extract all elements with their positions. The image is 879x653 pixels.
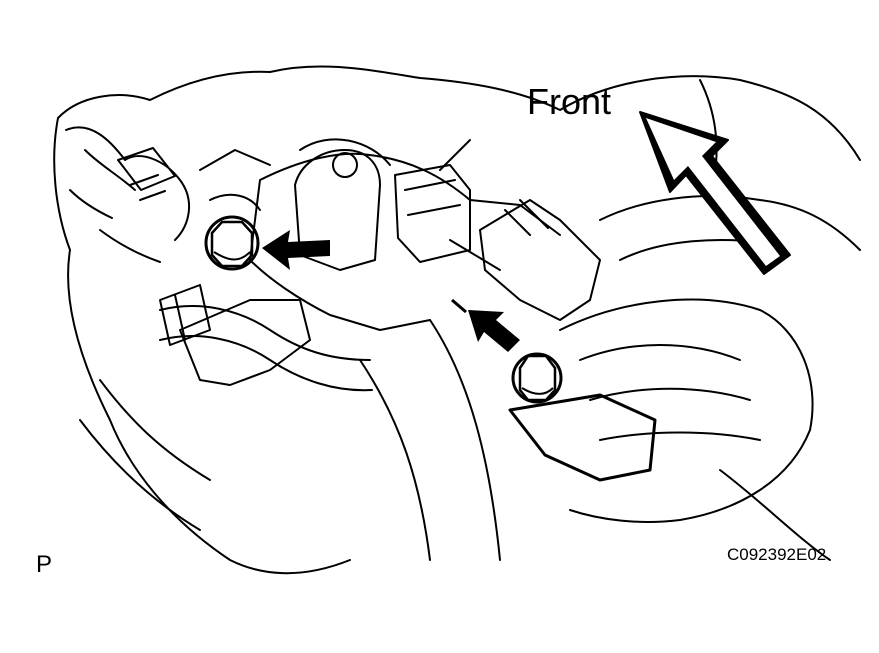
right-pipe — [559, 298, 814, 523]
figure-code-label: C092392E02 — [727, 545, 827, 564]
right-upper-hoses — [599, 79, 861, 261]
right-bolt-bracket — [508, 393, 657, 482]
right-bolt-arrow — [451, 298, 520, 352]
coil-pack — [394, 164, 471, 263]
right-connector — [479, 199, 601, 321]
center-hose — [359, 319, 501, 561]
lower-bracket — [179, 299, 311, 386]
right-bolt — [511, 352, 563, 404]
front-label: Front — [527, 81, 612, 122]
left-connector — [117, 147, 176, 201]
detail-lines — [79, 139, 831, 561]
left-bolt — [204, 215, 260, 271]
bracket-hole — [332, 152, 358, 178]
intake-manifold — [199, 138, 561, 331]
left-bolt-arrow — [262, 230, 330, 270]
engine-outline — [53, 65, 861, 575]
hose-clamp — [159, 284, 211, 346]
ignition-bracket — [294, 149, 381, 271]
left-harness — [65, 126, 191, 263]
front-direction-arrow — [639, 111, 791, 275]
view-code-label: P — [36, 551, 53, 578]
